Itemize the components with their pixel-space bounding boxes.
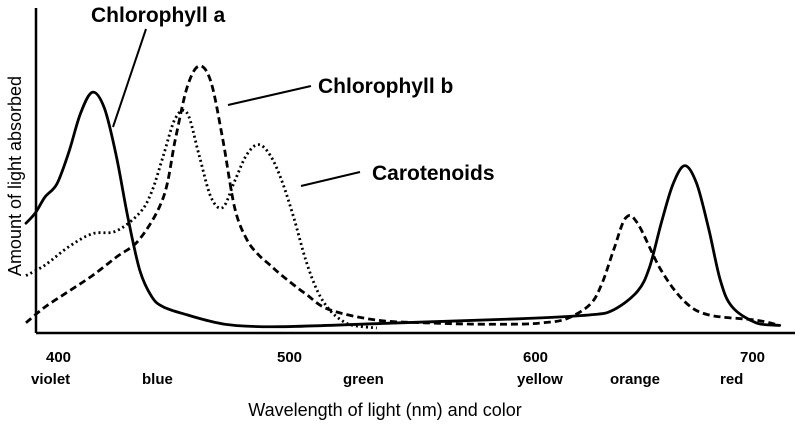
x-tick-600: 600 <box>523 349 548 366</box>
color-labels: violet blue green yellow orange red <box>31 371 743 388</box>
axes <box>34 8 795 335</box>
color-label-red: red <box>720 371 743 388</box>
label-chlorophyll-b: Chlorophyll b <box>318 75 453 98</box>
color-label-blue: blue <box>142 371 173 388</box>
color-label-green: green <box>343 371 384 388</box>
curve-chlorophyll-a <box>24 90 782 329</box>
color-label-yellow: yellow <box>517 371 563 388</box>
label-carotenoids: Carotenoids <box>372 162 495 185</box>
curve-carotenoids <box>25 108 377 330</box>
series-callouts: Chlorophyll a Chlorophyll b Carotenoids <box>91 4 495 187</box>
series-curves <box>24 64 782 330</box>
label-chlorophyll-a: Chlorophyll a <box>91 4 225 27</box>
y-axis-title: Amount of light absorbed <box>5 76 25 276</box>
x-axis-title: Wavelength of light (nm) and color <box>248 400 521 420</box>
x-tick-700: 700 <box>740 349 765 366</box>
callout-line-carotenoids <box>300 171 361 187</box>
color-label-orange: orange <box>610 371 660 388</box>
curve-chlorophyll-b <box>25 64 781 327</box>
callout-line-chlorophyll-b <box>227 85 312 106</box>
x-tick-500: 500 <box>277 349 302 366</box>
callout-line-chlorophyll-a <box>112 28 147 128</box>
color-label-violet: violet <box>31 371 70 388</box>
x-tick-400: 400 <box>46 349 71 366</box>
x-tick-labels: 400 500 600 700 <box>46 349 765 366</box>
